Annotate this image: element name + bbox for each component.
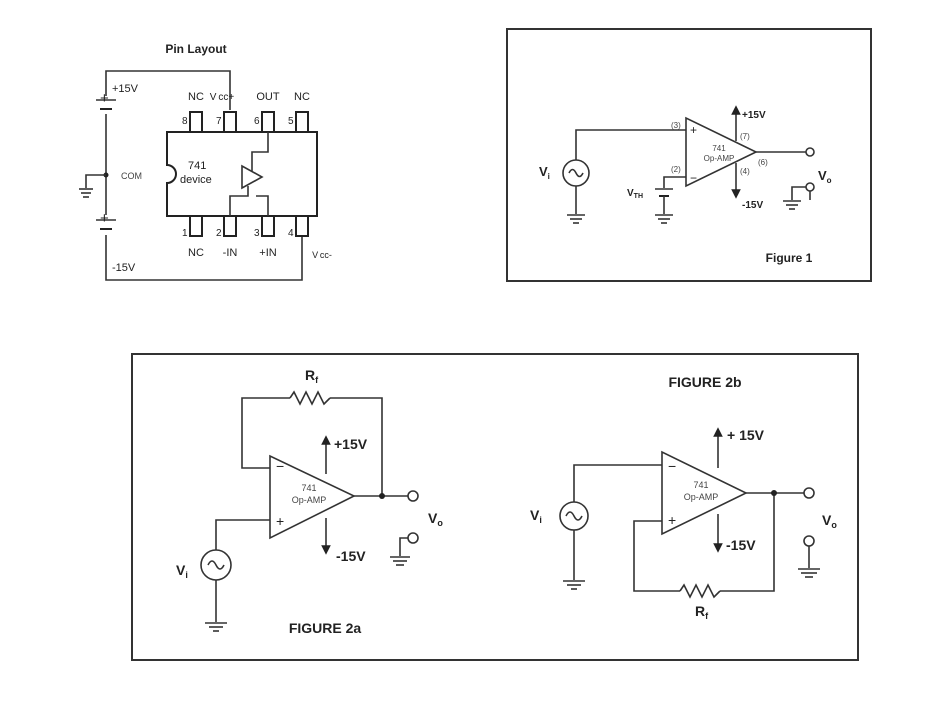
ic-chip-body xyxy=(166,131,318,217)
figure2b-opamp xyxy=(661,450,748,536)
svg-text:Vi: Vi xyxy=(176,562,188,580)
svg-text:device: device xyxy=(180,174,212,186)
svg-text:3: 3 xyxy=(254,228,260,239)
svg-text:(6): (6) xyxy=(758,158,768,167)
figure2a-opamp xyxy=(269,454,356,540)
svg-text:NC: NC xyxy=(188,247,204,259)
svg-text:-15V: -15V xyxy=(742,200,763,211)
figure1-opamp xyxy=(685,116,758,188)
svg-text:+IN: +IN xyxy=(259,247,276,259)
svg-text:741: 741 xyxy=(188,160,206,172)
figure2-frame xyxy=(131,353,859,661)
figure1-caption: Figure 1 xyxy=(766,251,813,265)
svg-text:2: 2 xyxy=(216,228,222,239)
svg-text:(7): (7) xyxy=(740,132,750,141)
svg-text:VTH: VTH xyxy=(627,188,643,200)
svg-text:Vo: Vo xyxy=(822,512,837,530)
figure2a-output-terminal xyxy=(407,490,419,502)
figure1-frame xyxy=(506,28,872,282)
svg-text:741: 741 xyxy=(301,483,316,493)
svg-text:+: + xyxy=(100,90,109,107)
internal-opamp-icon xyxy=(241,164,264,190)
svg-text:+: + xyxy=(690,123,697,137)
svg-text:NC: NC xyxy=(294,91,310,103)
pin-5 xyxy=(295,111,309,133)
svg-text:OUT: OUT xyxy=(256,91,280,103)
figure1-circuit: 741 Op-AMP + − (3) (2) (7) (4) (6) +15V … xyxy=(539,105,832,265)
svg-text:1: 1 xyxy=(182,228,188,239)
pin-6 xyxy=(261,111,275,133)
figure2a-rf-label: Rf xyxy=(305,367,319,385)
svg-text:-IN: -IN xyxy=(223,247,238,259)
svg-text:(4): (4) xyxy=(740,167,750,176)
svg-text:Op-AMP: Op-AMP xyxy=(704,154,735,163)
common-label: COM xyxy=(121,171,142,181)
svg-text:(3): (3) xyxy=(671,121,681,130)
svg-text:V cc-: V cc- xyxy=(312,250,332,260)
svg-text:4: 4 xyxy=(288,228,294,239)
figure1-output-terminal xyxy=(805,147,815,157)
pin-layout-title: Pin Layout xyxy=(165,42,226,56)
svg-text:Op-AMP: Op-AMP xyxy=(292,495,327,505)
svg-text:NC: NC xyxy=(188,91,204,103)
figure2b-circuit: FIGURE 2b 741 Op-AMP − + + 15V -15V Vi R… xyxy=(530,374,837,621)
svg-text:V cc+: V cc+ xyxy=(210,92,235,103)
pin-2 xyxy=(223,215,237,237)
pin-7 xyxy=(223,111,237,133)
svg-text:Vo: Vo xyxy=(818,168,832,185)
svg-text:8: 8 xyxy=(182,116,188,127)
pin-3 xyxy=(261,215,275,237)
minus-supply-label: -15V xyxy=(112,262,136,274)
svg-text:Vi: Vi xyxy=(539,164,550,181)
svg-text:+15V: +15V xyxy=(334,436,368,452)
pin-layout-diagram: Pin Layout + + +15V -15V COM 741 device xyxy=(79,42,332,281)
figure2b-caption: FIGURE 2b xyxy=(668,374,741,390)
plus-supply-label: +15V xyxy=(112,83,139,95)
figure2b-rf-label: Rf xyxy=(695,603,709,621)
svg-text:6: 6 xyxy=(254,116,260,127)
svg-text:-15V: -15V xyxy=(336,548,366,564)
svg-text:741: 741 xyxy=(712,144,726,153)
figure2a-circuit: 741 Op-AMP − + Rf +15V -15V Vo Vi FIGUR xyxy=(176,367,443,636)
figure2b-output-terminal xyxy=(803,487,815,499)
svg-text:+: + xyxy=(668,512,676,528)
svg-text:741: 741 xyxy=(693,480,708,490)
svg-text:−: − xyxy=(276,458,284,474)
svg-text:7: 7 xyxy=(216,116,222,127)
pin-4 xyxy=(295,215,309,237)
svg-text:(2): (2) xyxy=(671,165,681,174)
svg-text:5: 5 xyxy=(288,116,294,127)
svg-text:-15V: -15V xyxy=(726,537,756,553)
svg-text:−: − xyxy=(668,458,676,474)
pin-1 xyxy=(189,215,203,237)
svg-text:+: + xyxy=(276,513,284,529)
svg-text:Op-AMP: Op-AMP xyxy=(684,492,719,502)
svg-text:Vi: Vi xyxy=(530,507,542,525)
svg-text:+15V: +15V xyxy=(742,110,766,121)
svg-text:+: + xyxy=(100,210,109,227)
pin-8 xyxy=(189,111,203,133)
svg-text:+ 15V: + 15V xyxy=(727,427,765,443)
figure2a-caption: FIGURE 2a xyxy=(289,620,362,636)
svg-text:−: − xyxy=(690,171,697,185)
svg-text:Vo: Vo xyxy=(428,510,443,528)
